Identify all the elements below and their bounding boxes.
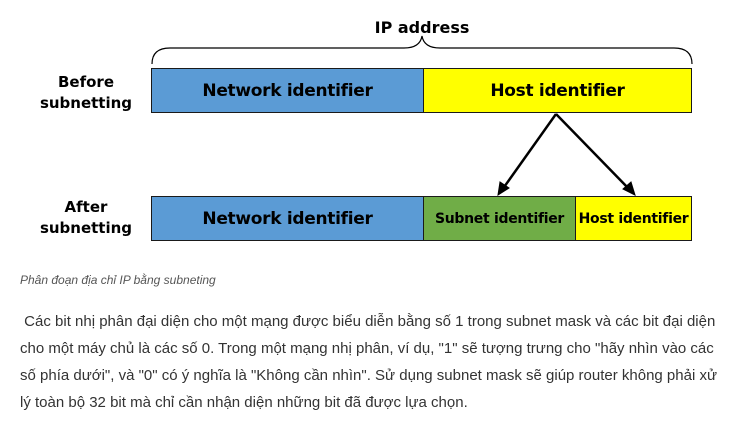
before-network-identifier: Network identifier: [151, 68, 424, 113]
ip-address-title: IP address: [374, 17, 470, 37]
arrowhead-subnet: [497, 181, 510, 197]
before-subnetting-label: Before subnetting: [39, 73, 133, 112]
arrow-to-subnet: [500, 113, 558, 191]
subnetting-diagram: IP address Before subnetting After subne…: [39, 17, 693, 241]
after-host-identifier: Host identifier: [575, 196, 692, 241]
after-network-identifier: Network identifier: [151, 196, 424, 241]
diagram-graphics: [151, 35, 693, 197]
after-subnetting-label: After subnetting: [39, 198, 133, 237]
ip-address-brace: [151, 35, 693, 65]
arrow-to-host: [555, 113, 631, 191]
body-paragraph: Các bit nhị phân đại diện cho một mạng đ…: [20, 313, 722, 411]
before-host-identifier: Host identifier: [423, 68, 692, 113]
after-subnet-identifier: Subnet identifier: [423, 196, 576, 241]
figure-caption: Phân đoạn địa chỉ IP bằng subneting: [20, 273, 216, 287]
arrowhead-host: [622, 181, 636, 196]
